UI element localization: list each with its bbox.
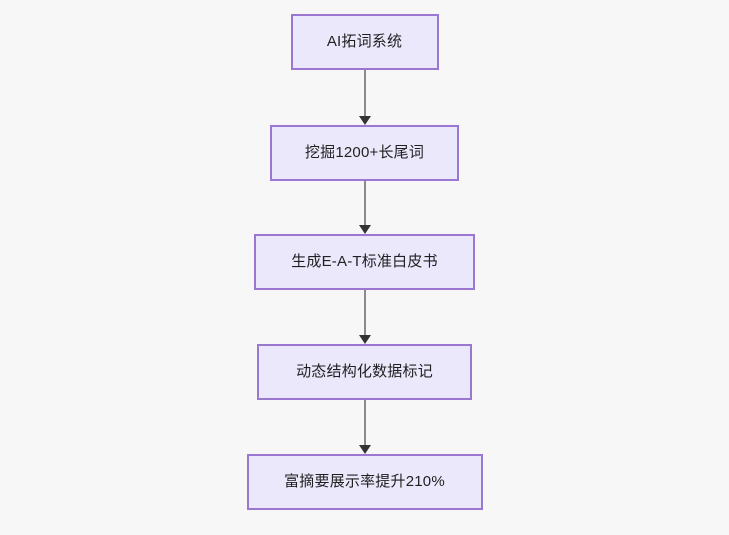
flowchart-node-label: AI拓词系统 bbox=[326, 33, 403, 50]
arrow-down-icon bbox=[358, 116, 371, 125]
flowchart-node-label: 生成E-A-T标准白皮书 bbox=[291, 253, 438, 270]
flowchart-node-label: 动态结构化数据标记 bbox=[296, 363, 433, 380]
flowchart-edge-n4-n5 bbox=[358, 400, 371, 454]
flowchart-node-n2[interactable]: 挖掘1200+长尾词 bbox=[270, 125, 459, 181]
flowchart-node-label: 富摘要展示率提升210% bbox=[284, 473, 445, 490]
arrow-down-icon bbox=[358, 225, 371, 234]
flowchart-node-n4[interactable]: 动态结构化数据标记 bbox=[257, 344, 472, 400]
flowchart-edge-n3-n4 bbox=[358, 290, 371, 344]
flowchart-node-label: 挖掘1200+长尾词 bbox=[304, 144, 425, 161]
flowchart-node-n3[interactable]: 生成E-A-T标准白皮书 bbox=[254, 234, 475, 290]
flowchart-edge-n2-n3 bbox=[358, 181, 371, 234]
edge-line bbox=[363, 290, 366, 336]
flowchart-node-n5[interactable]: 富摘要展示率提升210% bbox=[246, 454, 483, 510]
edge-line bbox=[363, 181, 366, 226]
arrow-down-icon bbox=[358, 445, 371, 454]
edge-line bbox=[363, 400, 366, 446]
arrow-down-icon bbox=[358, 335, 371, 344]
edge-line bbox=[363, 70, 366, 117]
flowchart-edge-n1-n2 bbox=[358, 70, 371, 125]
flowchart-node-n1[interactable]: AI拓词系统 bbox=[290, 14, 439, 70]
